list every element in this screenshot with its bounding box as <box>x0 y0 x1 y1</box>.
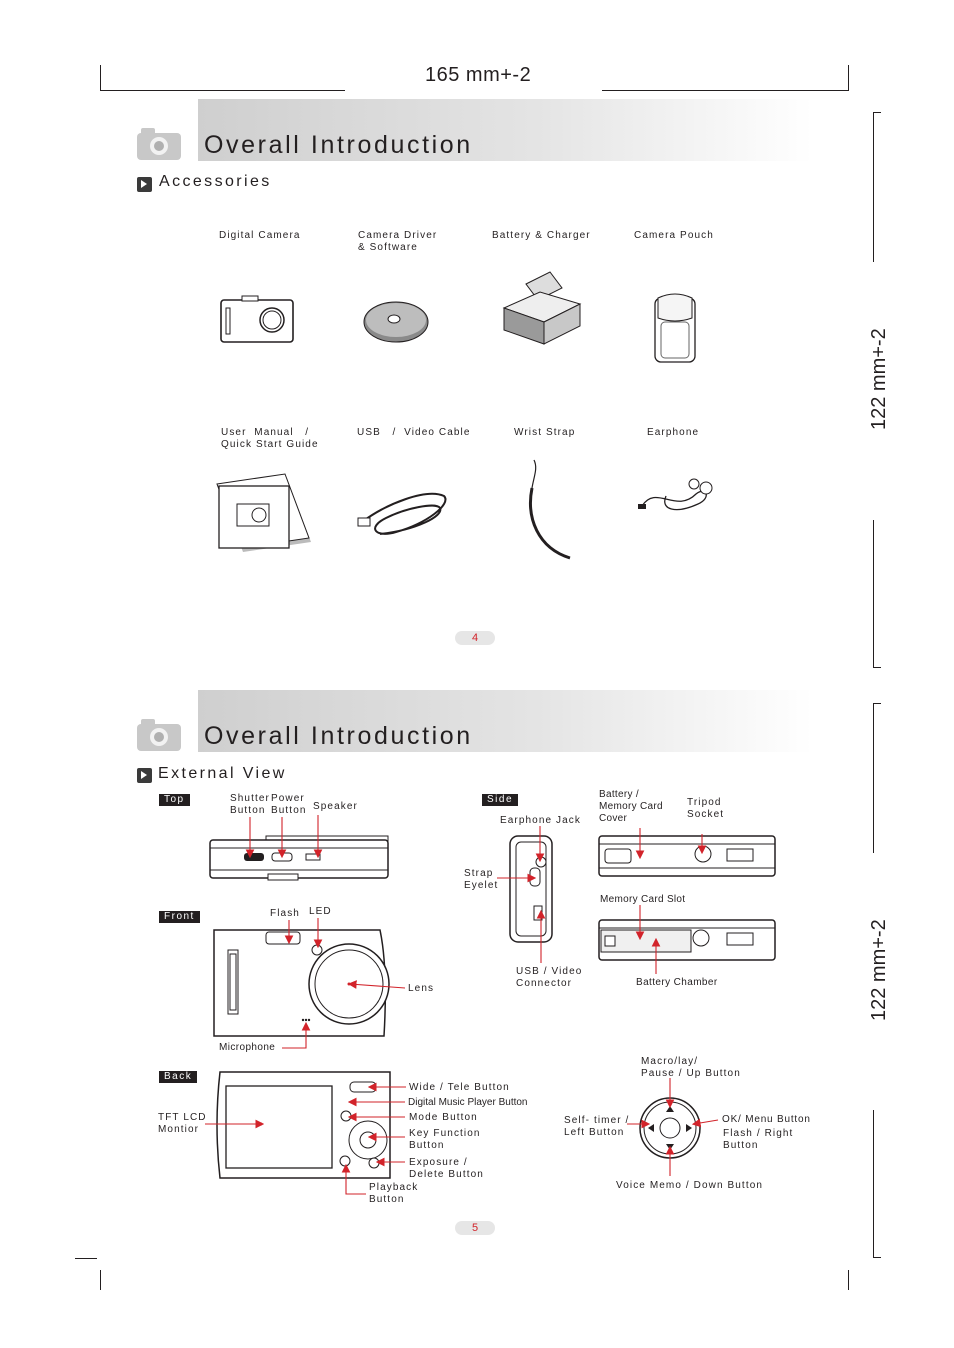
camera-bottom-open-view <box>598 919 776 961</box>
dimension-line <box>873 520 874 668</box>
cd-image <box>363 301 429 343</box>
tag-front: Front <box>159 911 200 923</box>
external-view-heading: External View <box>158 765 287 782</box>
accessory-label-pouch: Camera Pouch <box>634 230 714 241</box>
section-arrow-icon <box>137 768 152 783</box>
width-dimension-label: 165 mm+-2 <box>425 64 532 86</box>
accessory-label-battery: Battery & Charger <box>492 230 591 241</box>
camera-pouch-image <box>654 293 696 363</box>
crop-mark <box>100 65 101 91</box>
label-wide-tele: Wide / Tele Button <box>409 1082 510 1093</box>
label-tripod-socket: Tripod Socket <box>687 797 725 820</box>
label-battery-chamber: Battery Chamber <box>636 977 718 988</box>
camera-icon <box>137 128 181 160</box>
accessory-label-driver: Camera Driver & Software <box>358 230 438 253</box>
label-led: LED <box>309 906 332 917</box>
dimension-line <box>100 90 345 91</box>
battery-charger-image <box>502 271 582 345</box>
section-arrow-icon <box>137 177 152 192</box>
tag-top: Top <box>159 794 190 806</box>
camera-bottom-view <box>598 835 776 877</box>
crop-mark <box>848 65 849 91</box>
label-tft-lcd: TFT LCD Montior <box>158 1112 207 1135</box>
dimension-line <box>873 703 874 853</box>
page-number-5: 5 <box>455 1221 495 1235</box>
label-microphone: Microphone <box>219 1042 276 1053</box>
tag-back: Back <box>159 1071 198 1083</box>
tag-side: Side <box>482 794 519 806</box>
wrist-strap-image <box>529 459 571 560</box>
crop-mark <box>75 1258 97 1259</box>
user-manual-image <box>216 473 311 552</box>
label-mode-button: Mode Button <box>409 1112 478 1123</box>
dimension-line <box>873 1110 874 1258</box>
page5-title: Overall Introduction <box>204 722 473 750</box>
accessory-label-manual: User Manual / Quick Start Guide <box>221 427 319 450</box>
crop-mark <box>873 703 881 704</box>
crop-mark <box>873 112 881 113</box>
label-power-button: Power Button <box>271 793 307 816</box>
accessories-heading: Accessories <box>159 173 272 190</box>
crop-mark <box>100 1270 101 1290</box>
label-dpad-down: Voice Memo / Down Button <box>616 1180 764 1191</box>
label-exposure-delete: Exposure / Delete Button <box>409 1157 484 1180</box>
label-memory-card-slot: Memory Card Slot <box>600 894 686 905</box>
label-dpad-right: Flash / Right Button <box>723 1128 794 1151</box>
crop-mark <box>873 1257 881 1258</box>
page4-title: Overall Introduction <box>204 131 473 159</box>
accessory-label-earphone: Earphone <box>647 427 700 438</box>
accessory-label-wrist-strap: Wrist Strap <box>514 427 576 438</box>
label-dpad-up: Macro/lay/ Pause / Up Button <box>641 1056 741 1079</box>
label-dpad-ok: OK/ Menu Button <box>722 1114 811 1125</box>
label-lens: Lens <box>408 983 435 994</box>
earphone-image <box>638 478 713 511</box>
label-usb-video-connector: USB / Video Connector <box>516 966 583 989</box>
label-key-function: Key Function Button <box>409 1128 481 1151</box>
digital-camera-image <box>220 295 294 343</box>
label-flash: Flash <box>270 908 300 919</box>
label-playback: Playback Button <box>369 1182 419 1205</box>
label-dpad-left: Self- timer / Left Button <box>564 1115 630 1138</box>
page-number-4: 4 <box>455 631 495 645</box>
page4-banner <box>198 99 813 161</box>
label-strap-eyelet: Strap Eyelet <box>464 868 499 891</box>
label-earphone-jack: Earphone Jack <box>500 815 582 826</box>
accessory-label-usb-cable: USB / Video Cable <box>357 427 471 438</box>
label-music-player: Digital Music Player Button <box>408 1097 528 1108</box>
camera-icon <box>137 719 181 751</box>
crop-mark <box>873 667 881 668</box>
dimension-line <box>873 112 874 262</box>
label-speaker: Speaker <box>313 801 358 812</box>
accessory-label-digital-camera: Digital Camera <box>219 230 301 241</box>
dimension-line <box>602 90 848 91</box>
crop-mark <box>848 1270 849 1290</box>
camera-front-view <box>213 929 390 1037</box>
page5-banner <box>198 690 813 752</box>
usb-video-cable-image <box>357 492 447 535</box>
label-shutter-button: Shutter Button <box>230 793 270 816</box>
label-battery-cover: Battery / Memory Card Cover <box>599 789 663 824</box>
